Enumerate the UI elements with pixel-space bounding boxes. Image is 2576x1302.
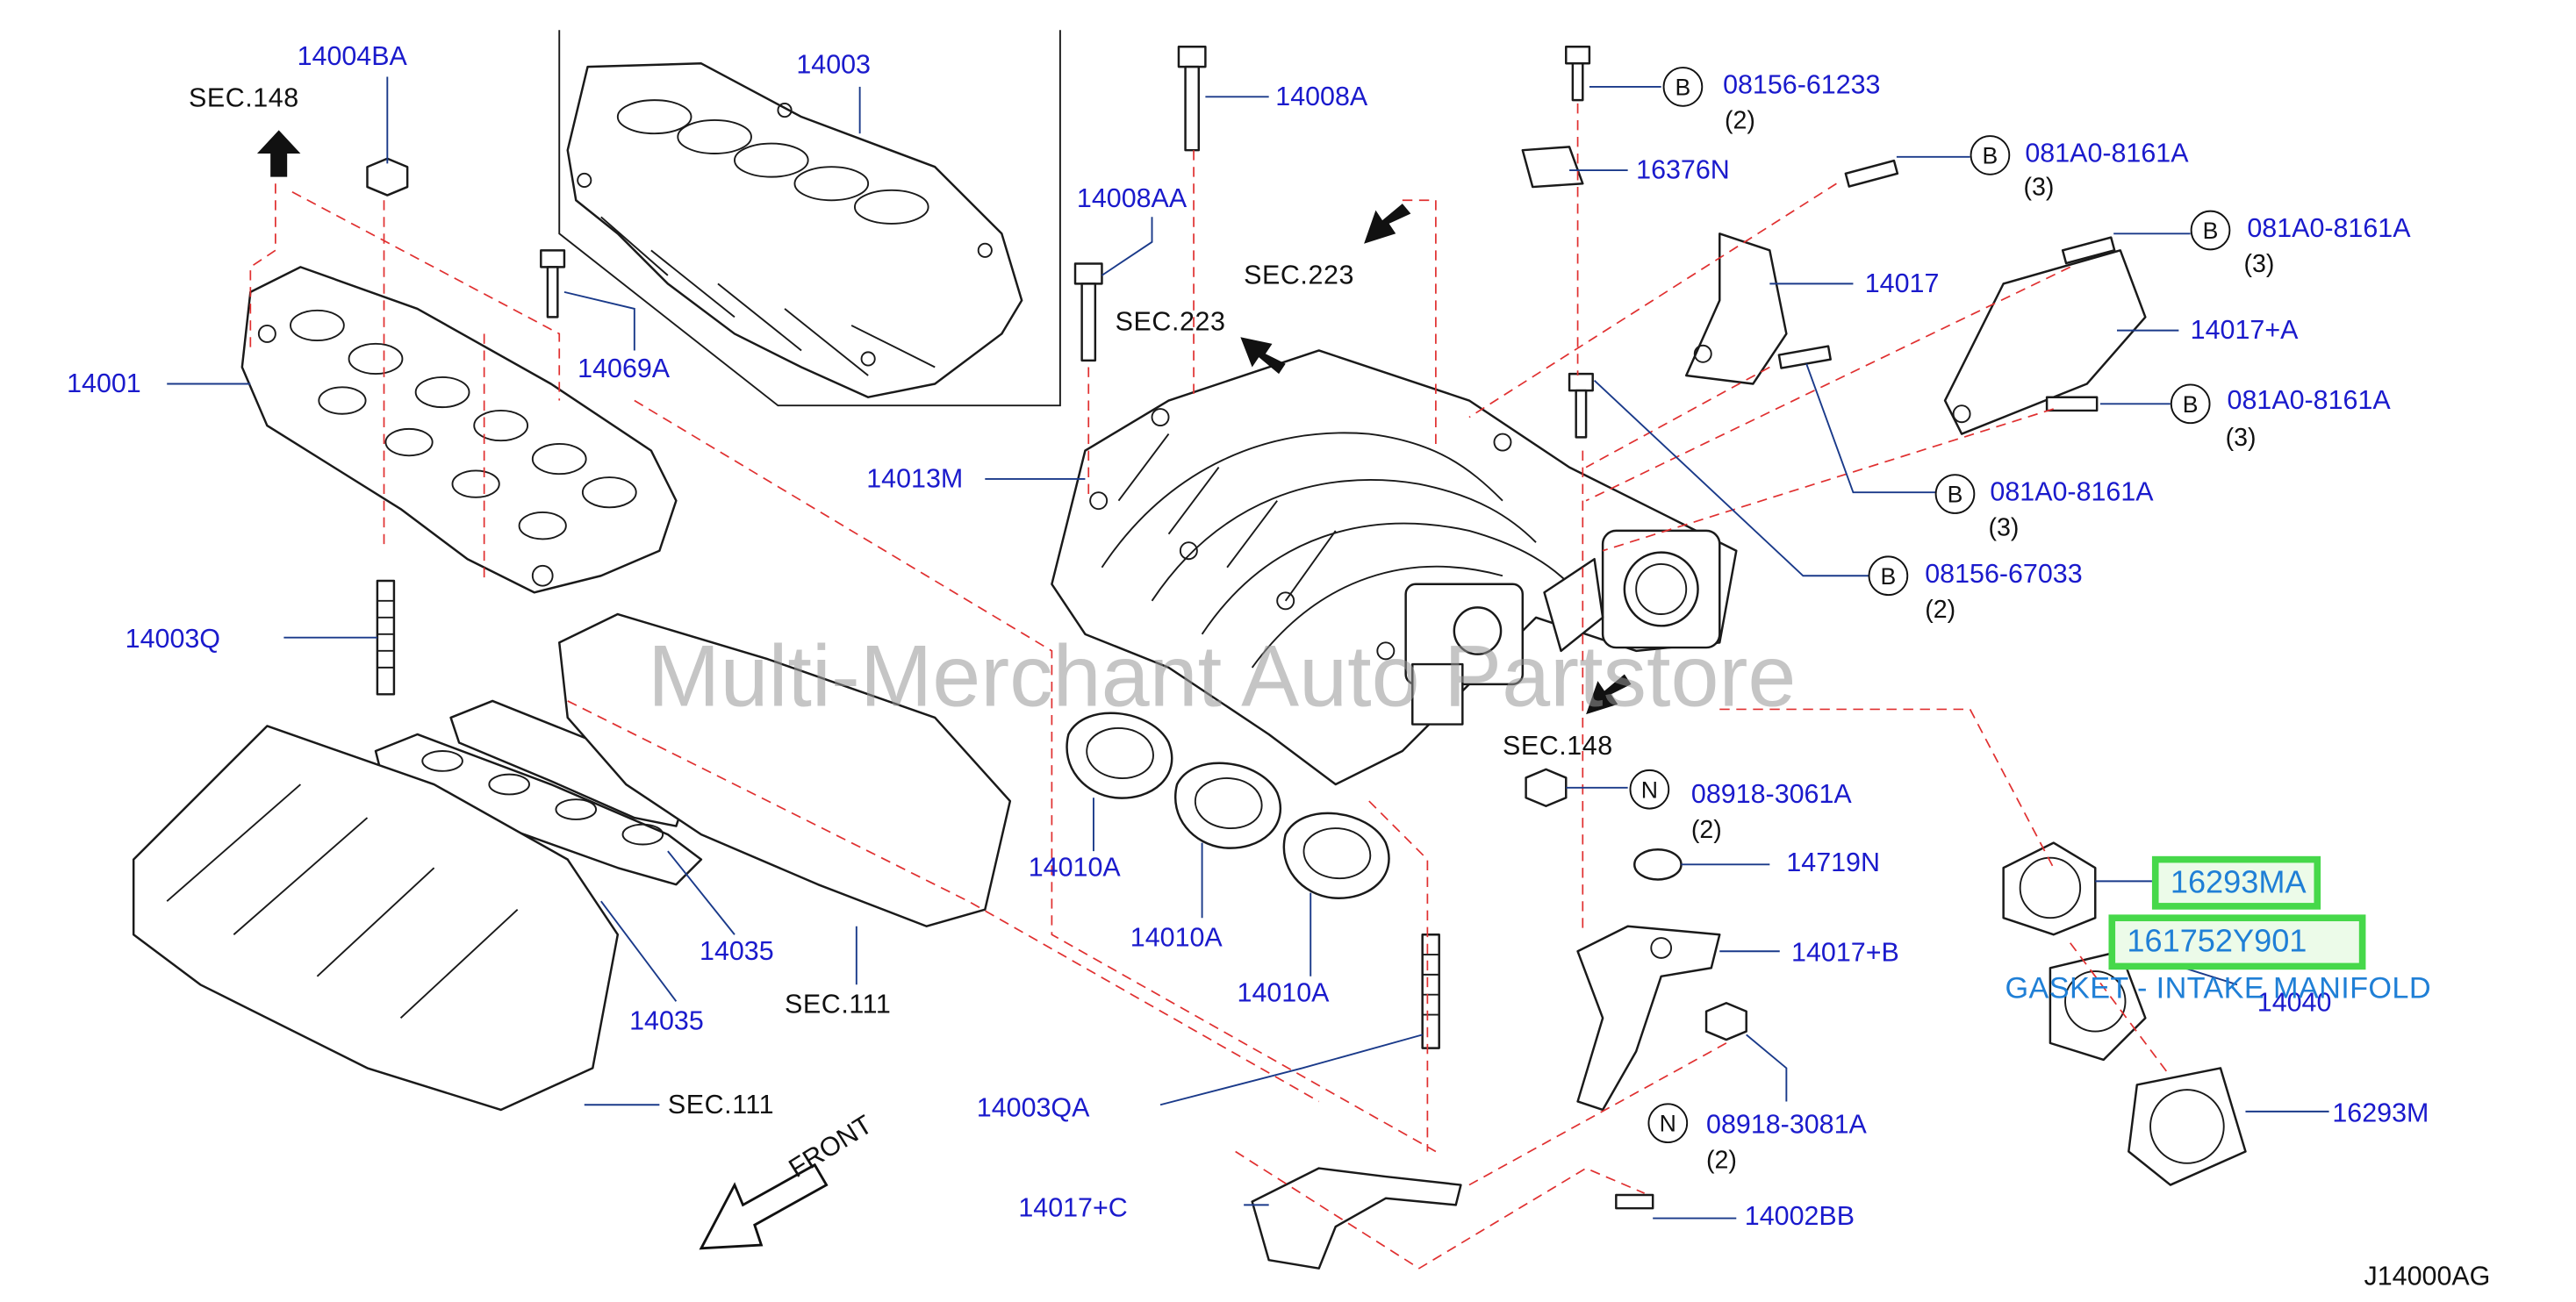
- part-label[interactable]: 14013M: [866, 465, 964, 495]
- part-label[interactable]: 14008A: [1275, 83, 1368, 112]
- bolt-mark: B: [1934, 474, 1976, 514]
- part-label[interactable]: 14003: [796, 51, 871, 81]
- bracket-14017C: [1251, 1167, 1462, 1270]
- part-label[interactable]: 14719N: [1786, 849, 1880, 878]
- section-ref: SEC.148: [188, 85, 299, 114]
- section-ref: SEC.111: [785, 991, 892, 1020]
- nut-mark: N: [1629, 769, 1670, 810]
- part-label[interactable]: 14069A: [578, 355, 671, 384]
- bolt-qty: (3): [2243, 250, 2275, 279]
- bolt-part-label[interactable]: 081A0-8161A: [2025, 140, 2189, 169]
- part-label[interactable]: 14002BB: [1744, 1203, 1855, 1232]
- watermark: Multi-Merchant Auto Partstore: [648, 629, 1797, 726]
- bolt-14008AA: [1073, 262, 1103, 362]
- part-label[interactable]: 14017+C: [1018, 1194, 1128, 1224]
- part-label[interactable]: 16376N: [1636, 156, 1730, 186]
- upper-intake-manifold: [1051, 349, 1738, 786]
- nut-qty: (2): [1706, 1146, 1737, 1176]
- highlight-part-label[interactable]: 16293MA: [2170, 866, 2307, 902]
- bolt-qty: (3): [2225, 424, 2257, 453]
- part-label[interactable]: 14035: [629, 1007, 704, 1037]
- section-ref: SEC.148: [1502, 733, 1613, 762]
- nut-part-label[interactable]: 08918-3061A: [1690, 781, 1852, 810]
- part-label[interactable]: 14017: [1864, 270, 1940, 299]
- highlight-box-16293MA[interactable]: [2151, 855, 2321, 910]
- part-label[interactable]: 14017+A: [2190, 317, 2299, 346]
- part-label[interactable]: 14035: [700, 938, 774, 967]
- gaskets-14010A: [1066, 712, 1390, 899]
- bolt-part-label[interactable]: 08156-67033: [1925, 561, 2083, 590]
- bolt-mark: B: [2170, 383, 2211, 425]
- nut-14004BA: [366, 157, 409, 197]
- cylinder-head: [132, 612, 1012, 1112]
- part-label[interactable]: 14010A: [1130, 924, 1223, 954]
- highlight-box-161752Y901[interactable]: [2108, 914, 2366, 970]
- bolt-part-label[interactable]: 08156-61233: [1723, 71, 1881, 101]
- part-label[interactable]: 14010A: [1028, 854, 1121, 884]
- part-label[interactable]: 14008AA: [1076, 185, 1188, 214]
- bolt-qty: (3): [2023, 173, 2055, 203]
- bolt-qty: (3): [1988, 513, 2020, 543]
- bolt-qty: (2): [1925, 596, 1956, 625]
- bracket-14017: [1684, 232, 1788, 385]
- nut-part-label[interactable]: 08918-3081A: [1706, 1111, 1867, 1141]
- bolt-part-label[interactable]: 081A0-8161A: [1990, 478, 2154, 508]
- part-label[interactable]: 16293M: [2332, 1099, 2429, 1128]
- upper-collector-inset: [558, 30, 1061, 407]
- bolt-14069A: [540, 249, 566, 318]
- nut-qty: (2): [1690, 816, 1722, 845]
- section-ref: SEC.223: [1244, 261, 1354, 290]
- part-label[interactable]: 14004BA: [297, 43, 407, 72]
- stud-14003QA: [1421, 933, 1440, 1049]
- bolt-part-label[interactable]: 081A0-8161A: [2247, 215, 2411, 244]
- part-label[interactable]: 14003Q: [125, 626, 220, 655]
- diagram-code: J14000AG: [2364, 1263, 2491, 1292]
- head-gaskets-14035: [374, 699, 703, 886]
- bolt-mark: B: [1868, 555, 1909, 597]
- part-label[interactable]: 14017+B: [1791, 939, 1899, 969]
- front-arrow: [699, 1162, 829, 1250]
- leader-lines: [167, 76, 2329, 1220]
- bolt-mark: B: [1970, 135, 2011, 175]
- nut-mark: N: [1647, 1103, 1689, 1144]
- part-label[interactable]: 14040: [2257, 990, 2332, 1019]
- bolt-14008A: [1177, 46, 1207, 152]
- bolt-mark: B: [1662, 67, 1704, 107]
- bracket-14017B: [1576, 925, 1721, 1112]
- section-ref: SEC.111: [667, 1091, 775, 1120]
- throttle-gaskets: [2002, 841, 2247, 1186]
- bolt-part-label[interactable]: 081A0-8161A: [2227, 387, 2391, 416]
- bracket-14017A: [1943, 249, 2147, 435]
- bolts: [1565, 46, 2116, 1210]
- stud-14003Q: [376, 579, 396, 696]
- bolt-qty: (2): [1724, 106, 1755, 136]
- plug-14719N: [1633, 848, 1683, 881]
- part-label[interactable]: 14001: [67, 370, 141, 399]
- bracket-16376N: [1521, 146, 1584, 189]
- part-label[interactable]: 14003QA: [976, 1094, 1090, 1124]
- alignment-lines: [249, 103, 2171, 1270]
- highlight-part-label[interactable]: 161752Y901: [2127, 924, 2307, 960]
- part-label[interactable]: 14010A: [1237, 979, 1330, 1008]
- nuts: [1525, 768, 1747, 1041]
- highlight-description: GASKET - INTAKE MANIFOLD: [2005, 971, 2431, 1005]
- bolt-mark: B: [2190, 210, 2231, 251]
- section-ref: SEC.223: [1115, 308, 1226, 338]
- direction-arrows: [256, 130, 1632, 715]
- lower-manifold: [240, 266, 678, 594]
